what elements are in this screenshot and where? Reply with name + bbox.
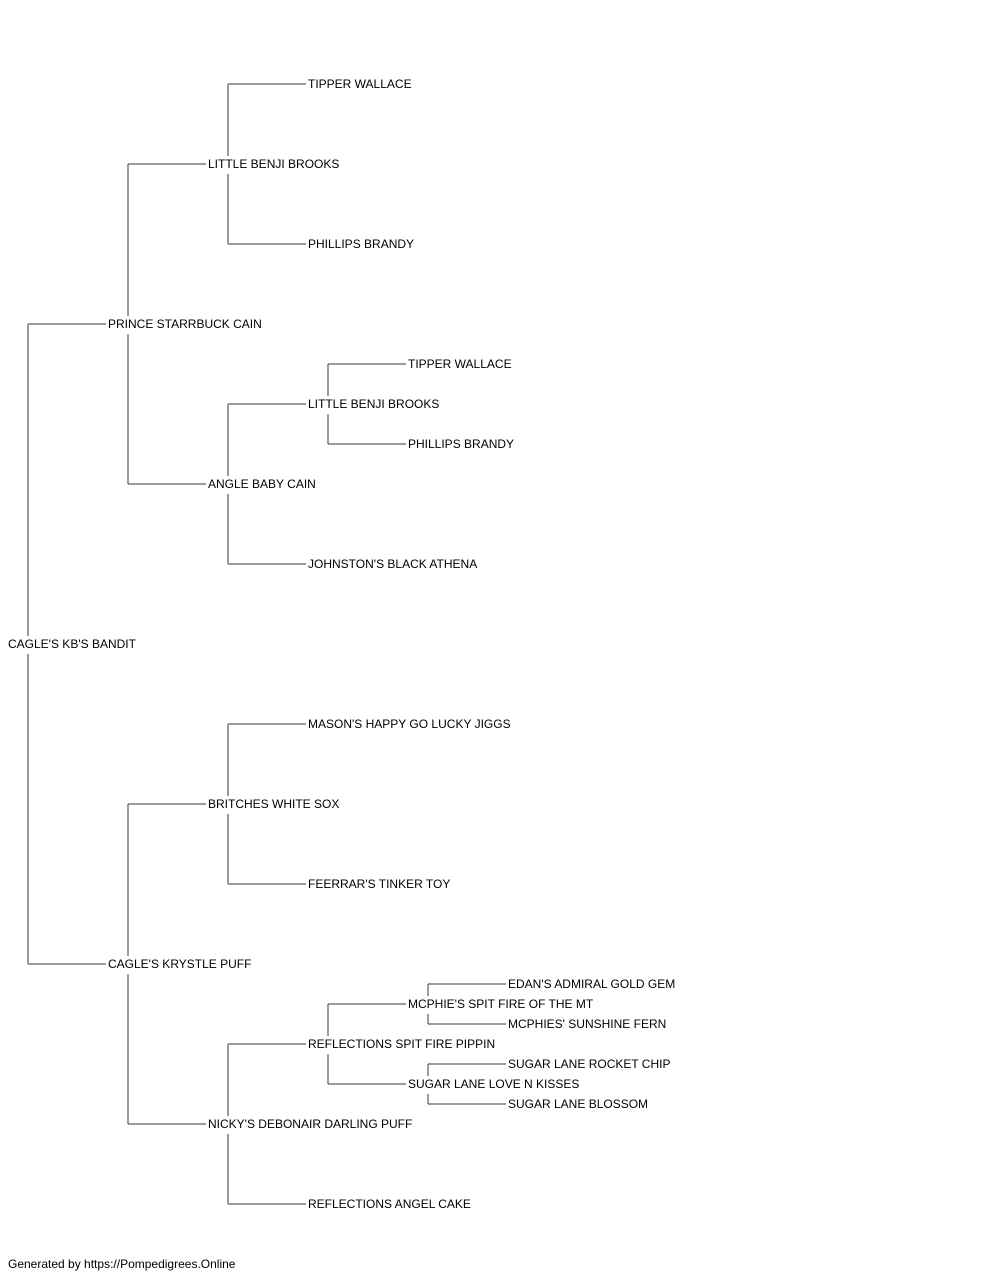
pedigree-node: SUGAR LANE ROCKET CHIP: [508, 1057, 673, 1071]
pedigree-node: TIPPER WALLACE: [408, 357, 514, 371]
pedigree-node: ANGLE BABY CAIN: [208, 477, 318, 491]
pedigree-node: CAGLE'S KRYSTLE PUFF: [108, 957, 254, 971]
pedigree-node: JOHNSTON'S BLACK ATHENA: [308, 557, 480, 571]
pedigree-node: SUGAR LANE BLOSSOM: [508, 1097, 651, 1111]
pedigree-node: MCPHIES' SUNSHINE FERN: [508, 1017, 669, 1031]
pedigree-node: EDAN'S ADMIRAL GOLD GEM: [508, 977, 678, 991]
pedigree-node: MASON'S HAPPY GO LUCKY JIGGS: [308, 717, 513, 731]
pedigree-node: BRITCHES WHITE SOX: [208, 797, 342, 811]
pedigree-node: SUGAR LANE LOVE N KISSES: [408, 1077, 582, 1091]
pedigree-node: REFLECTIONS SPIT FIRE PIPPIN: [308, 1037, 498, 1051]
pedigree-node: MCPHIE'S SPIT FIRE OF THE MT: [408, 997, 596, 1011]
pedigree-node: PRINCE STARRBUCK CAIN: [108, 317, 264, 331]
pedigree-node: REFLECTIONS ANGEL CAKE: [308, 1197, 473, 1211]
pedigree-node: LITTLE BENJI BROOKS: [308, 397, 442, 411]
footer-credit: Generated by https://Pompedigrees.Online: [8, 1257, 236, 1271]
pedigree-node: TIPPER WALLACE: [308, 77, 414, 91]
pedigree-node: CAGLE'S KB'S BANDIT: [8, 637, 138, 651]
pedigree-node: LITTLE BENJI BROOKS: [208, 157, 342, 171]
pedigree-node: PHILLIPS BRANDY: [308, 237, 417, 251]
pedigree-node: FEERRAR'S TINKER TOY: [308, 877, 453, 891]
pedigree-node: PHILLIPS BRANDY: [408, 437, 517, 451]
pedigree-node: NICKY'S DEBONAIR DARLING PUFF: [208, 1117, 415, 1131]
